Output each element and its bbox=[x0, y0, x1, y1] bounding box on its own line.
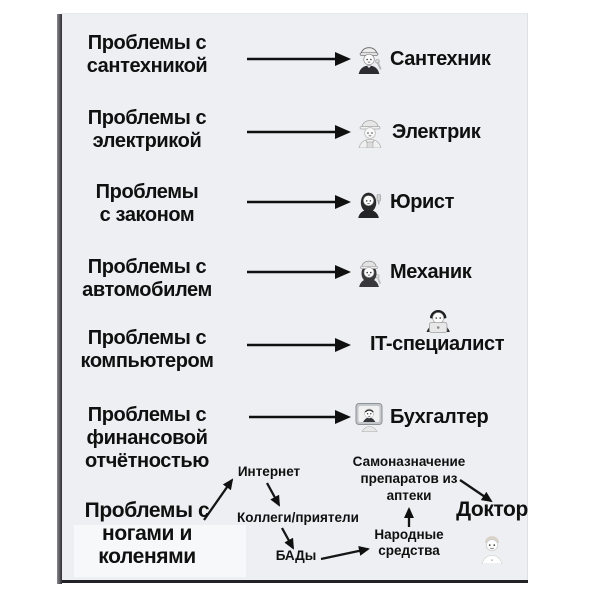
problem-line: Проблемы с bbox=[87, 32, 207, 54]
plumber-emoji-icon bbox=[353, 43, 385, 75]
electrician-emoji-icon bbox=[353, 116, 387, 148]
judge-emoji-icon bbox=[353, 185, 385, 219]
specialist-plumber: Сантехник bbox=[353, 40, 491, 78]
arrow-legs-to-internet bbox=[203, 478, 234, 521]
node-line: Самоназначение bbox=[352, 454, 466, 469]
problem-line: сантехникой bbox=[86, 55, 208, 77]
node-line: препаратов из bbox=[360, 471, 458, 486]
problem-line: автомобилем bbox=[82, 279, 212, 301]
specialist-label: Сантехник bbox=[390, 47, 491, 70]
problem-law: Проблемы с законом bbox=[68, 181, 226, 227]
problem-electrics: Проблемы с электрикой bbox=[68, 107, 226, 153]
problem-line: Проблемы с bbox=[87, 327, 207, 349]
node-doctor: Доктор bbox=[456, 498, 528, 521]
specialist-label: Юрист bbox=[390, 190, 455, 213]
doctor-emoji-icon bbox=[476, 530, 508, 565]
node-folk-remedies: Народные средства bbox=[374, 527, 443, 559]
problem-line: Проблемы с bbox=[87, 256, 207, 278]
problem-legs-knees: Проблемы с ногами и коленями bbox=[66, 499, 228, 568]
problem-line: Проблемы с bbox=[87, 107, 207, 129]
node-line: средства bbox=[378, 543, 440, 558]
specialist-electrician: Электрик bbox=[353, 113, 481, 151]
problem-line: компьютером bbox=[80, 350, 214, 372]
node-internet: Интернет bbox=[237, 464, 301, 479]
arrows-overlay bbox=[203, 52, 493, 561]
arrow-supplements-to-folk bbox=[320, 545, 370, 561]
node-line: Народные bbox=[374, 527, 444, 542]
accountant-emoji-icon bbox=[353, 402, 385, 432]
problem-line: финансовой bbox=[86, 427, 208, 449]
arrow-pharmacy-to-doctor bbox=[459, 479, 493, 503]
arrow-colleagues-to-supplements bbox=[280, 527, 295, 550]
card-left-edge bbox=[57, 14, 62, 584]
specialist-lawyer: Юрист bbox=[353, 183, 454, 221]
card: Проблемы с сантехникой Сантехник bbox=[62, 13, 528, 583]
specialist-label: Электрик bbox=[392, 120, 481, 143]
problem-line: с ногами и bbox=[102, 499, 210, 545]
legs-text-patch bbox=[74, 525, 246, 577]
specialist-label: Механик bbox=[390, 260, 472, 283]
problem-line: Проблемы bbox=[95, 181, 199, 203]
mechanic-emoji-icon bbox=[353, 256, 385, 288]
node-supplements: БАДы bbox=[275, 548, 317, 563]
problem-line: коленями bbox=[98, 545, 196, 568]
problem-line: Проблемы с bbox=[87, 404, 207, 426]
specialist-mechanic: Механик bbox=[353, 253, 472, 291]
arrow-internet-to-colleagues bbox=[265, 482, 281, 507]
node-colleagues: Коллеги/приятели bbox=[237, 510, 359, 525]
specialist-accountant: Бухгалтер bbox=[353, 398, 489, 436]
problem-line: электрикой bbox=[92, 130, 202, 152]
specialist-it: IT-специалист bbox=[370, 333, 505, 355]
specialist-label: Бухгалтер bbox=[390, 405, 489, 428]
node-self-prescription: Самоназначение препаратов из аптеки bbox=[353, 453, 466, 504]
problem-plumbing: Проблемы с сантехникой bbox=[68, 32, 226, 78]
technologist-emoji-icon bbox=[422, 303, 454, 333]
problem-line: с законом bbox=[99, 204, 195, 226]
node-line: аптеки bbox=[386, 488, 432, 503]
problem-car: Проблемы с автомобилем bbox=[68, 256, 226, 302]
problem-line: отчётностью bbox=[85, 450, 209, 472]
problem-finance: Проблемы с финансовой отчётностью bbox=[68, 404, 226, 473]
problem-line: Проблемы bbox=[84, 499, 193, 522]
problem-computer: Проблемы с компьютером bbox=[68, 327, 226, 373]
